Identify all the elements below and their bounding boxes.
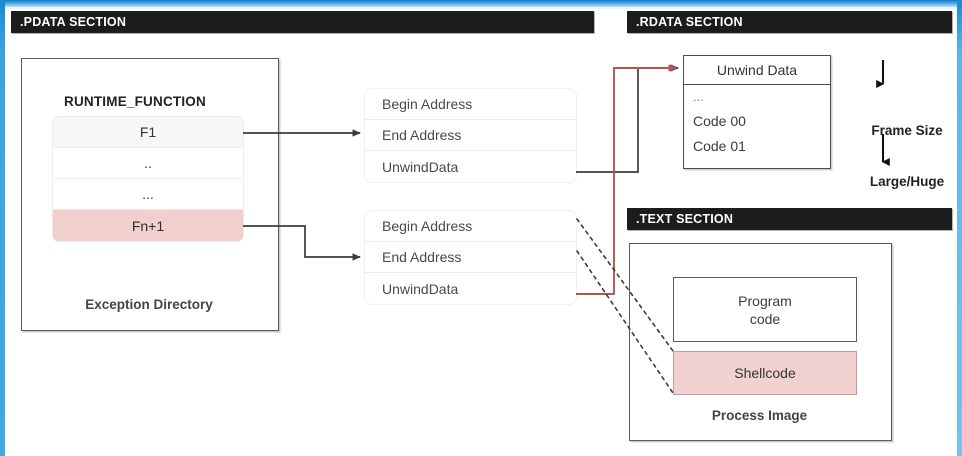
frame-size-line2: Large/Huge — [869, 174, 945, 189]
section-header-pdata: .PDATA SECTION — [11, 11, 594, 33]
runtime-function-row-dots2[interactable]: .. — [53, 148, 243, 179]
frame-right-accent — [957, 0, 962, 456]
entry2-begin-address[interactable]: Begin Address — [365, 211, 576, 242]
shellcode-box: Shellcode — [673, 351, 857, 395]
frame-top-accent — [0, 0, 962, 7]
entry1-unwind-data[interactable]: UnwindData — [382, 158, 459, 175]
unwind-data-line-code00: Code 00 — [693, 113, 746, 129]
runtime-function-row-f1[interactable]: F1 — [53, 117, 243, 148]
frame-size-line1: Frame Size — [871, 123, 943, 138]
exception-directory-label: Exception Directory — [85, 297, 213, 312]
entry1-begin-address[interactable]: Begin Address — [365, 89, 576, 120]
entry2-end-address[interactable]: End Address — [365, 242, 576, 273]
section-header-rdata: .RDATA SECTION — [627, 11, 952, 33]
frame-top-inner — [5, 7, 957, 9]
unwind-data-header: Unwind Data — [684, 56, 830, 85]
unwind-data-line-code01: Code 01 — [693, 138, 746, 154]
entry1-end-address[interactable]: End Address — [365, 120, 576, 151]
runtime-function-title: RUNTIME_FUNCTION — [64, 94, 206, 109]
unwind-data-table: Unwind Data ... Code 00 Code 01 — [683, 55, 831, 169]
frame-left-accent — [0, 0, 5, 456]
entry2-unwind-data[interactable]: UnwindData — [382, 280, 459, 297]
runtime-function-row-dots3[interactable]: ... — [53, 179, 243, 210]
unwind-data-line-dots: ... — [693, 89, 704, 104]
exception-directory-box — [21, 58, 279, 331]
connector-entry1-unwinddata-to-unwind-table — [576, 64, 679, 173]
runtime-function-row-fn1[interactable]: Fn+1 — [53, 210, 243, 241]
process-image-label: Process Image — [711, 408, 808, 423]
program-code-box: Program code — [673, 277, 857, 342]
